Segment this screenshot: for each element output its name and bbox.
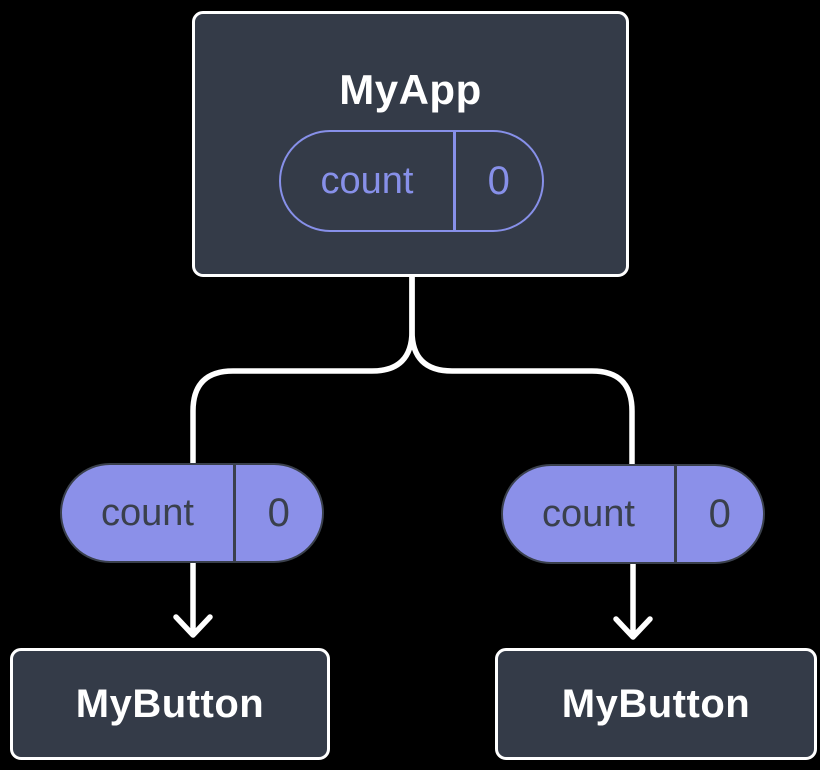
child-component-card-right: MyButton <box>495 648 817 760</box>
pill-divider <box>233 465 236 561</box>
arrow-down-right-icon <box>613 559 653 640</box>
prop-pill-left: count 0 <box>60 463 324 563</box>
connector-left-branch <box>190 271 415 469</box>
root-component-card: MyApp count 0 <box>192 11 629 277</box>
prop-value: 0 <box>708 491 731 536</box>
root-component-title: MyApp <box>339 66 482 113</box>
prop-pill-right: count 0 <box>501 464 765 564</box>
connector-right-branch <box>409 271 635 471</box>
prop-value: 0 <box>267 490 290 535</box>
pill-divider <box>674 466 677 562</box>
state-name: count <box>320 159 414 202</box>
pill-divider <box>453 132 456 230</box>
prop-name: count <box>542 492 635 535</box>
state-pill: count 0 <box>279 130 544 232</box>
arrow-down-left-icon <box>173 559 213 638</box>
state-value: 0 <box>487 158 510 203</box>
child-component-card-left: MyButton <box>10 648 330 760</box>
prop-name: count <box>101 491 194 534</box>
